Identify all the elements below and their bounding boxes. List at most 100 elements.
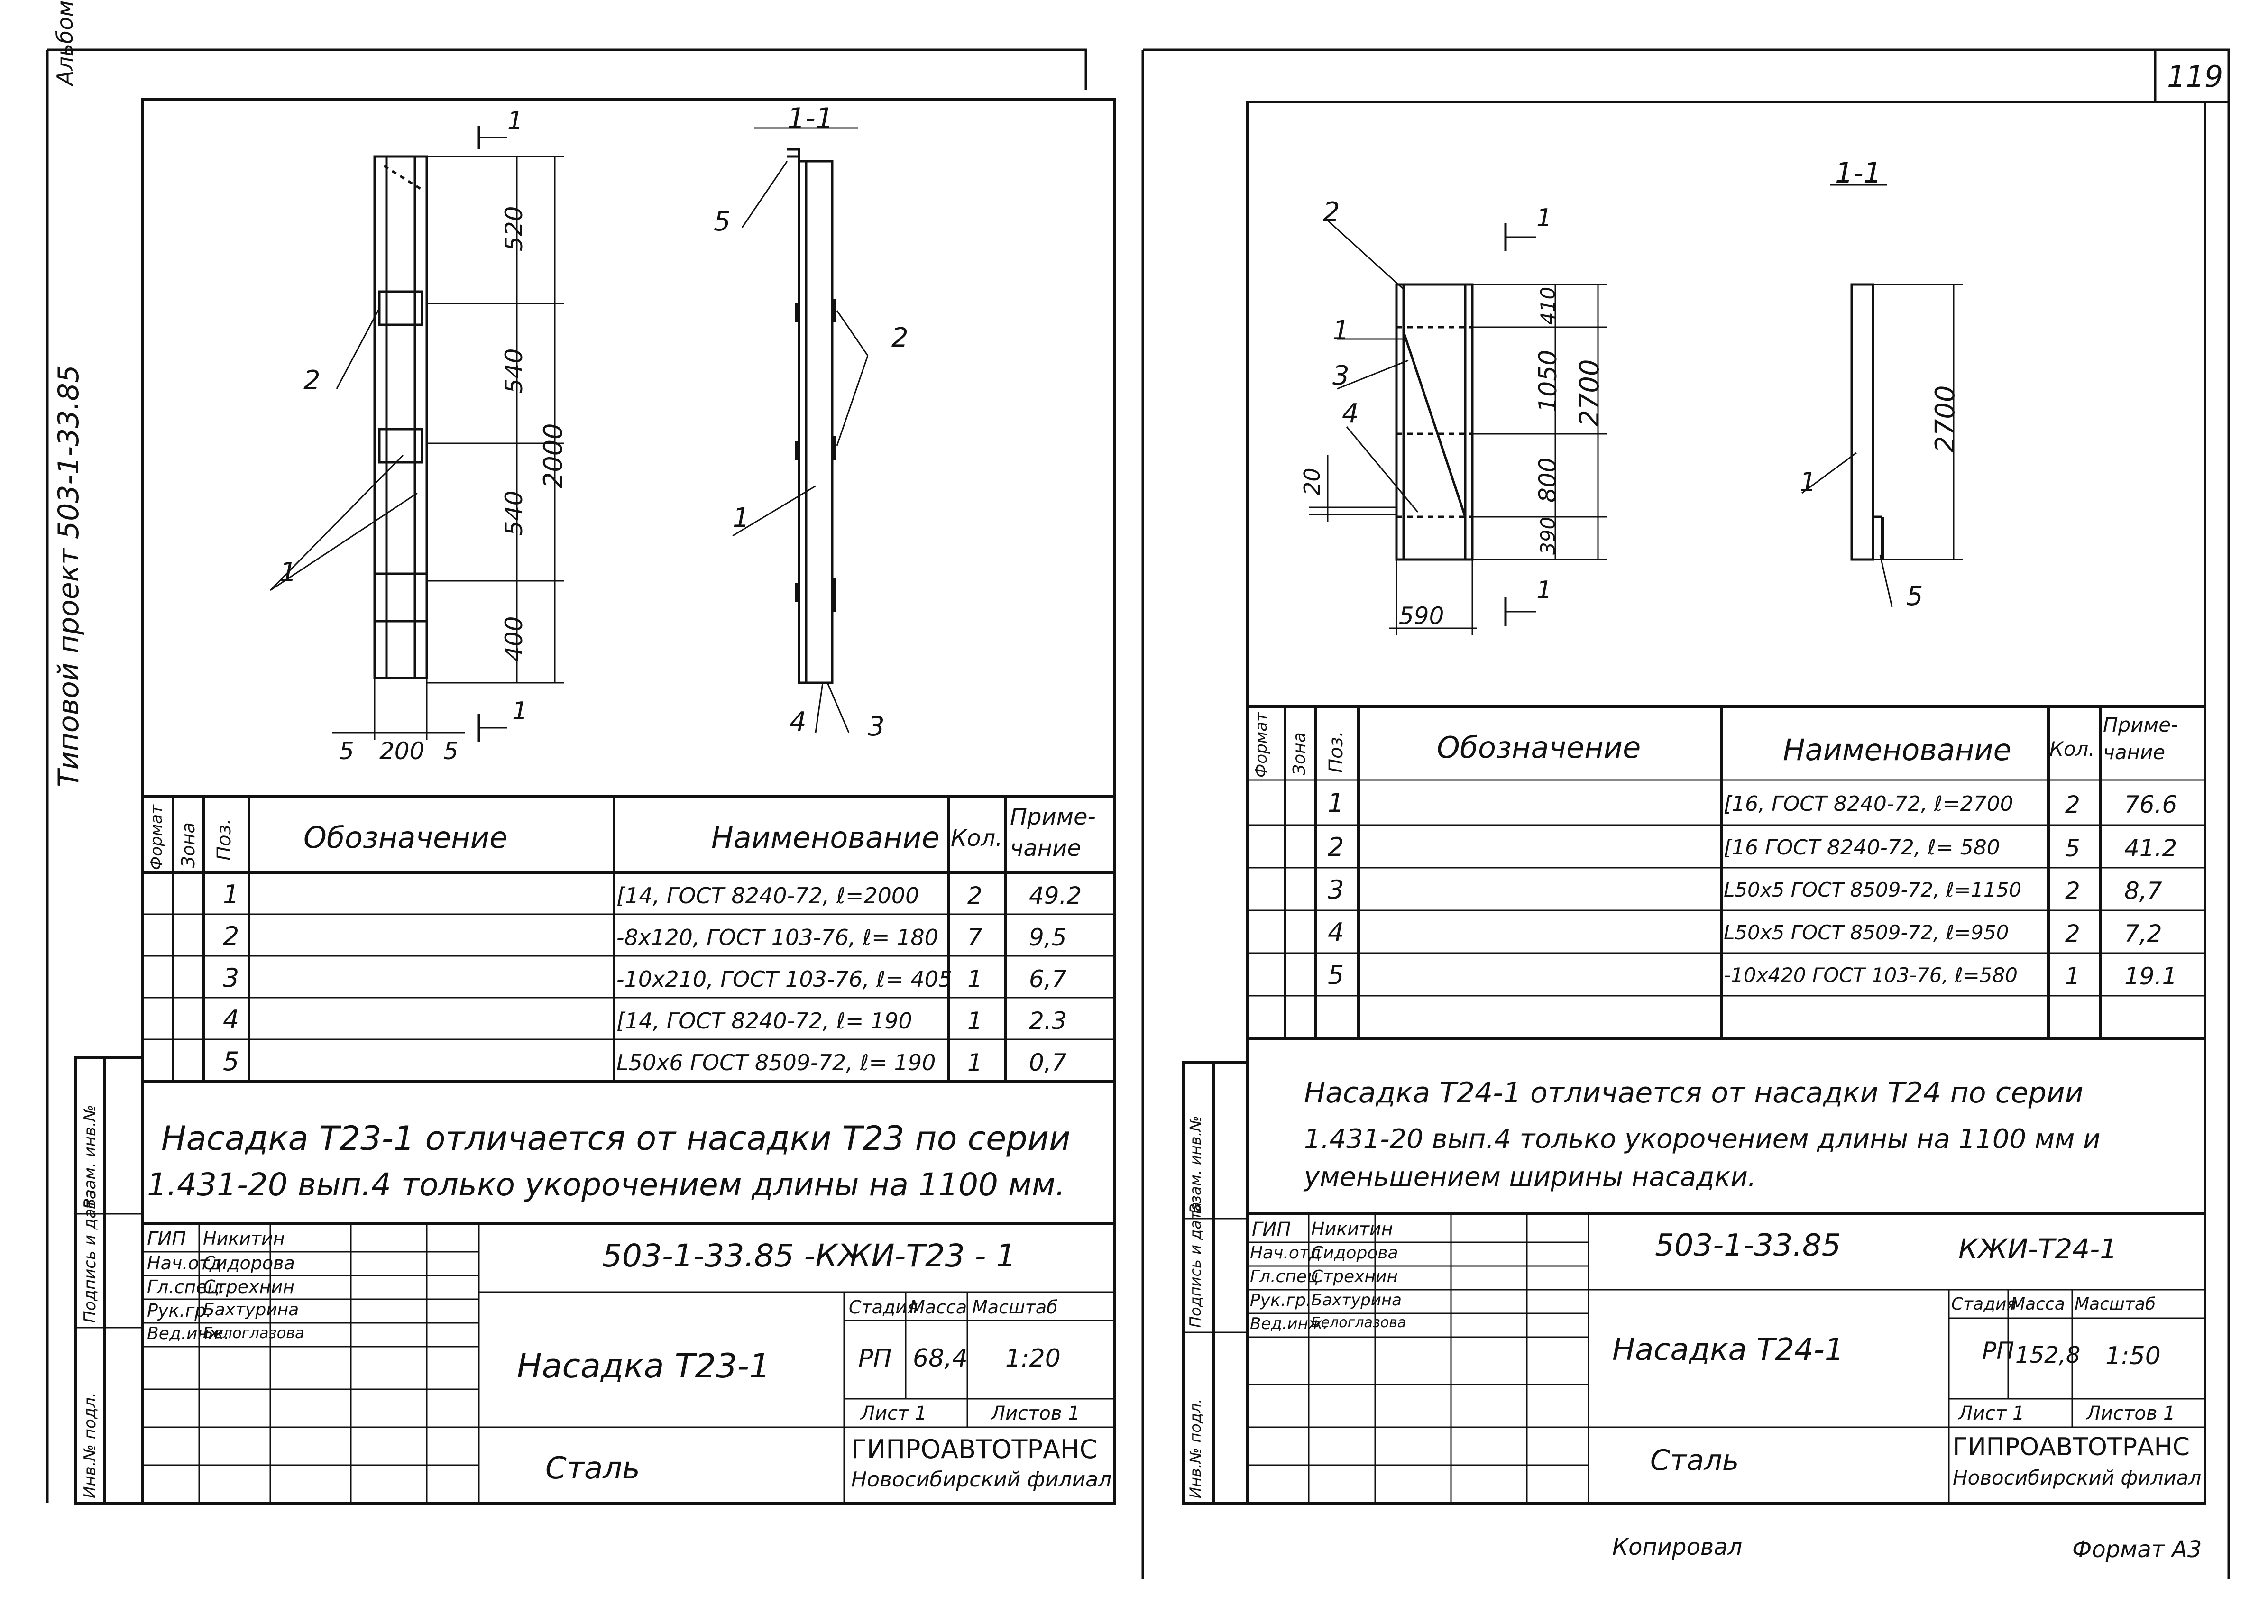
- spec-qty: 7: [967, 924, 982, 951]
- left-col-note: Приме- чание: [1010, 804, 1096, 862]
- spec-qty: 1: [2065, 963, 2080, 990]
- spec-pos: 2: [223, 921, 239, 951]
- right-section-mark-bottom: 1: [1536, 576, 1552, 605]
- left-callout-5: 5: [714, 206, 731, 237]
- right-stage: РП: [1982, 1337, 2014, 1365]
- format-label: Формат А3: [2072, 1536, 2202, 1563]
- right-scale: 1:50: [2105, 1342, 2161, 1370]
- left-callout-4: 4: [790, 706, 807, 737]
- spec-qty: 2: [2065, 791, 2080, 818]
- person-name: Стрехнин: [1311, 1267, 1398, 1286]
- left-material: Сталь: [545, 1451, 640, 1486]
- left-title-code: 503-1-33.85 -КЖИ-Т23 - 1: [602, 1238, 1016, 1274]
- album-label: Альбом II: [52, 0, 78, 85]
- left-section-view: [754, 127, 858, 684]
- spec-note: 41.2: [2124, 835, 2177, 862]
- spec-name: L50х6 ГОСТ 8509-72, ℓ= 190: [616, 1050, 936, 1075]
- page-number: 119: [2167, 59, 2223, 94]
- right-col-note: Приме- чание: [2103, 713, 2178, 764]
- role: ГИП: [1252, 1219, 1291, 1240]
- left-dimension-lines: [269, 126, 564, 742]
- left-dim-520: 520: [500, 206, 528, 251]
- left-section-mark-top: 1: [507, 107, 523, 135]
- right-dim-800: 800: [1534, 457, 1561, 503]
- left-side-sign: Подпись и дата: [81, 1189, 100, 1323]
- spec-pos: 2: [1328, 832, 1344, 862]
- left-note-line2: 1.431-20 вып.4 только укорочением длины …: [147, 1166, 1065, 1203]
- right-front-view: [1395, 283, 1474, 635]
- left-dim-2000: 2000: [538, 423, 568, 488]
- spec-pos: 5: [1328, 960, 1344, 990]
- right-org2: Новосибирский филиал: [1953, 1466, 2202, 1489]
- person-name: Белоглазова: [1311, 1314, 1406, 1331]
- right-note-line3: уменьшением ширины насадки.: [1304, 1162, 1756, 1193]
- left-mass-header: Масса: [909, 1297, 967, 1318]
- person-name: Сидорова: [203, 1253, 295, 1274]
- left-note-line1: Насадка Т23-1 отличается от насадки Т23 …: [161, 1119, 1071, 1158]
- right-sheet-no: Лист 1: [1958, 1403, 2025, 1424]
- copied-by: Копировал: [1612, 1534, 1743, 1560]
- spec-note: 49.2: [1029, 882, 1082, 909]
- right-col-designation: Обозначение: [1437, 730, 1641, 765]
- person-name: Бахтурина: [1311, 1291, 1402, 1310]
- right-sheets-count: Листов 1: [2086, 1403, 2176, 1424]
- project-label: Типовой проект 503-1-33.85: [52, 365, 85, 787]
- left-callout-2b: 2: [891, 322, 909, 353]
- left-scale-header: Масштаб: [972, 1297, 1058, 1318]
- left-org2: Новосибирский филиал: [851, 1468, 1112, 1492]
- person-name: Сидорова: [1311, 1243, 1398, 1263]
- spec-name: [14, ГОСТ 8240-72, ℓ=2000: [616, 883, 919, 908]
- left-callout-1b: 1: [733, 503, 750, 533]
- right-sheet-frame: [1182, 101, 2206, 1505]
- right-dim-2700: 2700: [1574, 359, 1605, 427]
- left-stage-header: Стадия: [849, 1297, 918, 1318]
- right-dim-410: 410: [1536, 286, 1560, 325]
- right-org1: ГИПРОАВТОТРАНС: [1953, 1433, 2190, 1461]
- spec-pos: 3: [223, 963, 239, 993]
- spec-pos: 4: [1328, 918, 1344, 947]
- right-col-zone: Зона: [1290, 732, 1309, 775]
- role: Нач.отд: [147, 1253, 222, 1274]
- spec-note: 19.1: [2124, 963, 2177, 990]
- right-dim-390: 390: [1536, 516, 1560, 555]
- right-mass-header: Масса: [2011, 1294, 2065, 1314]
- role: Рук.гр.: [147, 1300, 212, 1321]
- left-col-pos: Поз.: [213, 818, 235, 861]
- right-col-format: Формат: [1252, 712, 1271, 778]
- right-callout-3: 3: [1332, 360, 1350, 391]
- left-dim-540a: 540: [500, 348, 528, 394]
- left-mass: 68,4: [913, 1344, 968, 1373]
- left-section-label: 1-1: [787, 102, 834, 135]
- left-dim-400: 400: [500, 616, 528, 661]
- spec-name: [14, ГОСТ 8240-72, ℓ= 190: [616, 1008, 912, 1034]
- spec-name: -10х210, ГОСТ 103-76, ℓ= 405: [616, 966, 953, 992]
- spec-note: 9,5: [1029, 924, 1067, 951]
- right-dim-2700b: 2700: [1930, 385, 1961, 453]
- spec-qty: 2: [967, 882, 982, 909]
- left-dim-540b: 540: [500, 490, 528, 536]
- right-section-label: 1-1: [1835, 156, 1882, 190]
- left-col-designation: Обозначение: [303, 820, 508, 855]
- right-note-line2: 1.431-20 вып.4 только укорочением длины …: [1304, 1124, 2101, 1155]
- right-side-sign: Подпись и дата: [1186, 1202, 1204, 1328]
- spec-name: [16 ГОСТ 8240-72, ℓ= 580: [1724, 835, 2000, 860]
- person-name: Бахтурина: [203, 1300, 299, 1320]
- spec-note: 8,7: [2124, 877, 2162, 905]
- role: Нач.отд: [1250, 1243, 1321, 1263]
- role: Вед.инж.: [147, 1324, 230, 1343]
- spec-pos: 3: [1328, 875, 1344, 905]
- right-col-name: Наименование: [1783, 733, 2011, 767]
- spec-pos: 1: [223, 880, 239, 909]
- spec-qty: 2: [2065, 920, 2080, 947]
- role: Рук.гр.: [1250, 1291, 1312, 1310]
- left-dim-w3: 5: [443, 737, 459, 765]
- left-item-name: Насадка Т23-1: [517, 1347, 771, 1385]
- right-title-code2: КЖИ-Т24-1: [1958, 1233, 2118, 1265]
- spec-note: 0,7: [1029, 1049, 1067, 1076]
- left-callout-1: 1: [280, 557, 297, 588]
- left-sheets-count: Листов 1: [991, 1403, 1080, 1424]
- left-side-inv: Инв.№ подл.: [81, 1392, 100, 1498]
- spec-name: [16, ГОСТ 8240-72, ℓ=2700: [1724, 792, 2013, 816]
- right-section-view: [1850, 283, 1963, 561]
